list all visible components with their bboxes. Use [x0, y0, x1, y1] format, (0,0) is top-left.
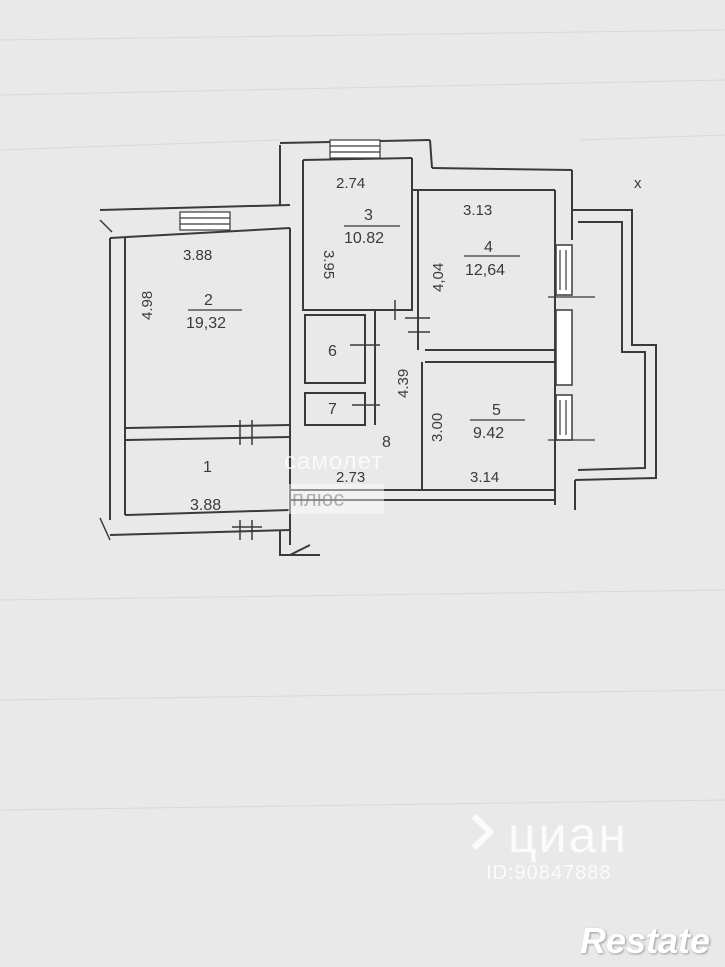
- room-5-length-dimension: 3.00: [429, 413, 446, 442]
- room-4-width-dimension: 3.13: [463, 202, 492, 219]
- corridor-length-dimension: 4.39: [395, 369, 412, 398]
- room-3-area: 10.82: [344, 230, 384, 247]
- room-5-number: 5: [492, 402, 501, 419]
- room-5-width-dimension: 3.14: [470, 469, 499, 486]
- room-7-number: 7: [328, 401, 337, 418]
- restate-logo: Restate: [580, 920, 720, 964]
- interior-walls: [124, 190, 555, 510]
- room-2-width-dimension: 3.88: [183, 247, 212, 264]
- room-2-length-dimension: 4.98: [139, 291, 156, 320]
- room-1-number: 1: [203, 459, 212, 476]
- room-4-area: 12,64: [465, 262, 505, 279]
- room-2-area: 19,32: [186, 315, 226, 332]
- room-2-number: 2: [204, 292, 213, 309]
- corridor-width-dimension: 2.73: [336, 469, 365, 486]
- room-3-width-dimension: 2.74: [336, 175, 365, 192]
- room-5-area: 9.42: [473, 425, 504, 442]
- windows: [179, 139, 381, 231]
- area-underlines: [188, 225, 525, 421]
- cian-logo-icon: [470, 808, 504, 854]
- room-3-number: 3: [364, 207, 373, 224]
- paper-ruling: [0, 29, 725, 811]
- balcony: [572, 209, 657, 481]
- samolet-watermark-box: плюс: [288, 484, 384, 514]
- room-8-number: 8: [382, 434, 391, 451]
- room-4-length-dimension: 4,04: [430, 263, 447, 292]
- corner-mark: x: [634, 175, 642, 192]
- room-6-number: 6: [328, 343, 337, 360]
- cian-id-text: ID:90847888: [486, 862, 612, 884]
- exterior-walls: [99, 139, 576, 556]
- room-4-number: 4: [484, 239, 493, 256]
- samolet-watermark-line1: самолет: [284, 448, 384, 475]
- room-1-area: 3.88: [190, 497, 221, 514]
- restate-logo-text: Restate: [580, 920, 711, 961]
- room-3-length-dimension: 3.95: [320, 250, 337, 279]
- balcony-openings: [555, 244, 573, 441]
- cian-logo-text: циан: [508, 807, 628, 863]
- samolet-watermark-line2: плюс: [292, 486, 345, 511]
- door-ticks: [99, 219, 430, 541]
- opening-ticks: [548, 250, 595, 441]
